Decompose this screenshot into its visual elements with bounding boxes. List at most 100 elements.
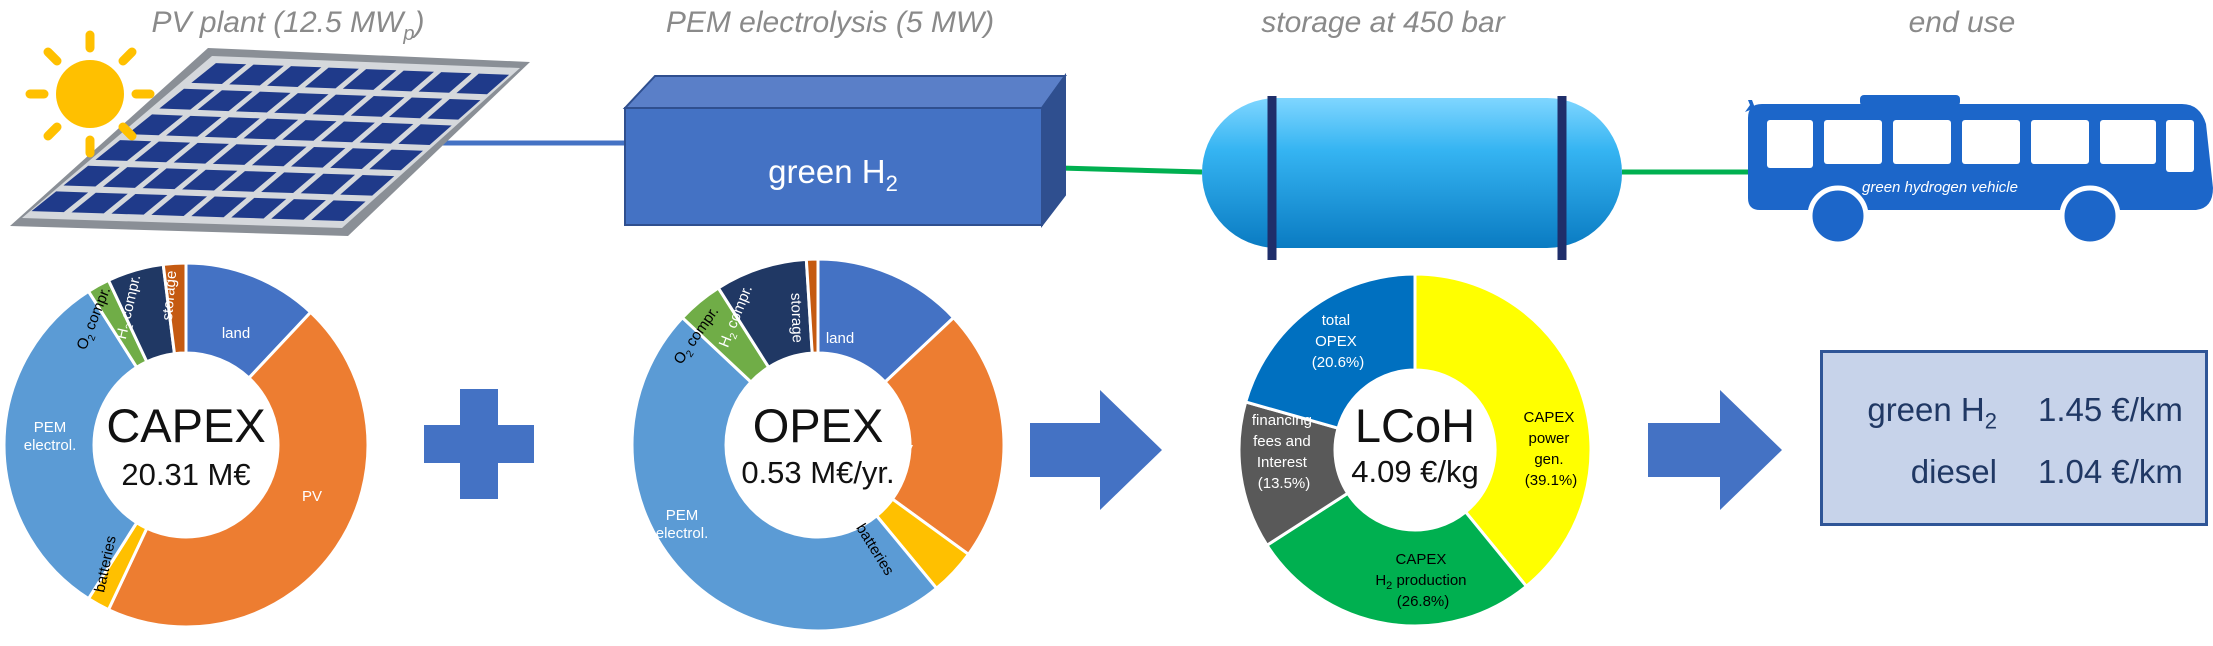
capex-label-land: land bbox=[222, 325, 250, 342]
bus-icon: green hydrogen vehicle bbox=[1745, 95, 2213, 247]
pv-cell bbox=[151, 195, 208, 216]
pv-cell bbox=[291, 146, 346, 168]
pv-cell bbox=[267, 66, 322, 87]
pv-cell bbox=[398, 124, 452, 145]
result-box: green H2 1.45 €/km diesel 1.04 €/km bbox=[1820, 350, 2208, 526]
arrow-to-result bbox=[1648, 390, 1782, 510]
electrolyzer-to-storage-line bbox=[1059, 165, 1203, 175]
pv-cell bbox=[418, 72, 472, 93]
pv-cell bbox=[111, 193, 168, 215]
pv-cell bbox=[304, 67, 359, 89]
pv-cell bbox=[312, 94, 367, 116]
lcoh-label-opex: total OPEX (20.6%) bbox=[1312, 312, 1365, 371]
sun-icon bbox=[25, 30, 155, 158]
capex-slice-pem-electrol- bbox=[2, 289, 139, 601]
pv-cell bbox=[127, 114, 184, 136]
storage-tank-icon bbox=[1202, 96, 1622, 260]
electrolyzer-box: green H2 bbox=[622, 72, 1067, 228]
pv-cell bbox=[212, 144, 268, 165]
pv-cell bbox=[204, 117, 260, 139]
pv-cell bbox=[311, 200, 366, 221]
capex-label-pem-2: electrol. bbox=[24, 437, 77, 454]
pv-panel-icon bbox=[10, 48, 530, 236]
opex-title: OPEX bbox=[753, 399, 884, 452]
pv-cell bbox=[95, 140, 152, 161]
opex-slice-storage bbox=[804, 257, 820, 355]
pv-cell bbox=[191, 63, 247, 85]
pv-cell bbox=[71, 192, 128, 214]
pv-cell bbox=[221, 171, 277, 192]
opex-donut-chart bbox=[630, 257, 1006, 633]
pv-cell bbox=[63, 165, 120, 187]
lcoh-label-financing: financing fees and Interest (13.5%) bbox=[1252, 412, 1316, 492]
pv-cell bbox=[274, 93, 329, 114]
pv-cell bbox=[229, 64, 284, 86]
pv-cell bbox=[103, 167, 159, 188]
lcoh-slice-capex-power-gen- bbox=[1413, 272, 1593, 589]
pv-cell bbox=[159, 88, 215, 110]
pv-cell bbox=[350, 96, 405, 117]
result-label-diesel: diesel bbox=[1910, 453, 1997, 490]
pv-cell bbox=[231, 197, 287, 219]
pv-cell bbox=[369, 149, 423, 171]
lcoh-title: LCoH bbox=[1355, 399, 1475, 452]
opex-label-pem-2: electrol. bbox=[656, 525, 709, 542]
pv-cell bbox=[456, 73, 510, 95]
capex-donut-chart bbox=[2, 261, 370, 629]
result-value-diesel: 1.04 €/km bbox=[2038, 453, 2183, 490]
header-storage: storage at 450 bar bbox=[1261, 6, 1506, 39]
plus-icon bbox=[424, 389, 534, 499]
opex-slice-pem-electrol- bbox=[630, 315, 939, 633]
pv-cell bbox=[191, 196, 247, 218]
pv-cell bbox=[235, 91, 291, 113]
pv-cell bbox=[300, 173, 356, 195]
pv-cell bbox=[359, 122, 414, 144]
lcoh-slice-total-opex bbox=[1243, 272, 1417, 431]
pv-cell bbox=[197, 90, 253, 112]
pv-cell bbox=[271, 199, 326, 220]
lcoh-slice-capex-h2-production bbox=[1264, 491, 1529, 628]
opex-label-pem-1: PEM bbox=[666, 507, 699, 524]
opex-label-land: land bbox=[826, 330, 854, 347]
pv-cell bbox=[166, 115, 222, 137]
opex-label-pv: PV bbox=[893, 442, 913, 459]
pv-cell bbox=[134, 141, 191, 163]
pv-cell bbox=[330, 148, 385, 169]
pv-cell bbox=[261, 172, 316, 194]
pv-cell bbox=[340, 175, 395, 196]
capex-label-storage: storage bbox=[159, 270, 180, 321]
lcoh-labels: CAPEX power gen. (39.1%) CAPEX H2 produc… bbox=[1252, 312, 1578, 610]
capex-title: CAPEX bbox=[106, 399, 265, 452]
opex-slice-pv bbox=[882, 315, 1006, 557]
capex-label-pem-1: PEM bbox=[34, 419, 67, 436]
vehicle-label: green hydrogen vehicle bbox=[1862, 179, 2018, 196]
opex-value: 0.53 M€/yr. bbox=[741, 455, 894, 490]
lcoh-label-capex-h2: CAPEX H2 production (26.8%) bbox=[1375, 551, 1470, 610]
result-row-diesel: diesel 1.04 €/km bbox=[1823, 453, 2205, 499]
lcoh-label-capex-power: CAPEX power gen. (39.1%) bbox=[1523, 409, 1578, 489]
opex-label-storage: storage bbox=[787, 293, 806, 344]
lcoh-donut-chart bbox=[1237, 272, 1593, 628]
header-pv-plant: PV plant (12.5 MWp) bbox=[152, 6, 425, 45]
pv-cell bbox=[282, 120, 337, 141]
header-electrolysis: PEM electrolysis (5 MW) bbox=[666, 6, 994, 39]
pv-cell bbox=[182, 169, 238, 191]
pv-cell bbox=[342, 69, 397, 90]
pv-cell bbox=[380, 70, 434, 92]
result-value-green-h2: 1.45 €/km bbox=[2038, 391, 2183, 428]
pv-cell bbox=[142, 168, 199, 190]
capex-label-pv: PV bbox=[302, 488, 322, 505]
capex-slice-pv bbox=[106, 310, 370, 629]
pv-cell bbox=[173, 142, 229, 164]
result-label-green-h2: green H2 bbox=[1867, 391, 1997, 434]
pv-cell bbox=[320, 121, 375, 143]
pv-cell bbox=[389, 97, 443, 119]
pv-cell bbox=[251, 145, 307, 167]
pv-cell bbox=[427, 98, 481, 120]
result-row-green-h2: green H2 1.45 €/km bbox=[1823, 391, 2205, 437]
arrow-to-lcoh bbox=[1030, 390, 1162, 510]
lcoh-value: 4.09 €/kg bbox=[1351, 454, 1479, 489]
capex-value: 20.31 M€ bbox=[121, 457, 250, 492]
electrolyzer-label: green H2 bbox=[768, 153, 898, 196]
